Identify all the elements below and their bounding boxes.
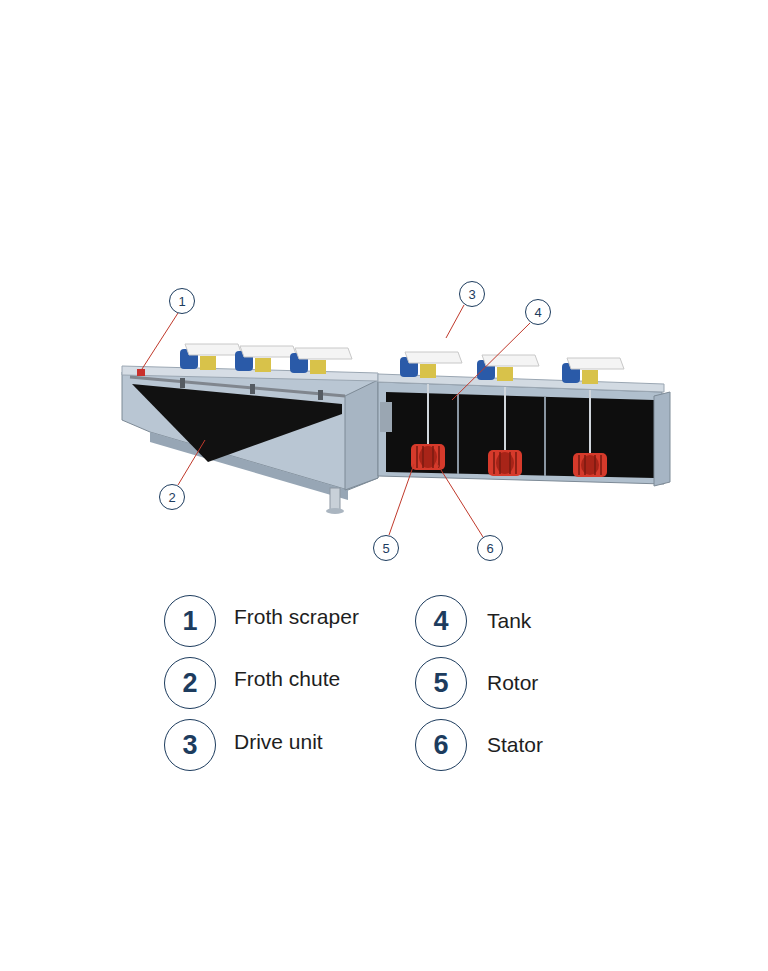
number-text: 5 — [433, 670, 448, 697]
tank-side — [345, 380, 378, 490]
drive-plate — [185, 344, 242, 355]
number-text: 4 — [534, 306, 541, 319]
drive-unit — [400, 352, 462, 378]
key-number: 2 — [164, 657, 216, 709]
part-name: Stator — [487, 733, 543, 757]
leader-lines — [142, 305, 530, 537]
motor-frame — [582, 370, 598, 384]
tank-interior — [386, 392, 654, 478]
leader-line — [452, 323, 530, 400]
tank-end — [654, 392, 670, 486]
scraper-rail — [130, 377, 345, 396]
rotor-stator — [488, 450, 522, 476]
part-name: Tank — [487, 609, 531, 633]
part-name: Froth chute — [234, 667, 340, 691]
cell-divider — [544, 397, 546, 476]
tank-frame — [378, 382, 664, 484]
pipe-flange — [326, 508, 344, 514]
motor-frame — [310, 360, 326, 374]
froth-chute — [132, 384, 342, 462]
callout-number: 3 — [459, 281, 485, 307]
motor-frame — [497, 367, 513, 381]
number-text: 3 — [468, 288, 475, 301]
leader-line — [389, 464, 414, 535]
drive-unit — [290, 348, 352, 374]
key-number: 4 — [415, 595, 467, 647]
leader-line — [446, 305, 464, 338]
number-text: 6 — [433, 732, 448, 759]
motor-frame — [420, 364, 436, 378]
key-number: 1 — [164, 595, 216, 647]
callout-number: 2 — [159, 484, 185, 510]
number-text: 1 — [182, 608, 197, 635]
number-text: 3 — [182, 732, 197, 759]
callout-number: 4 — [525, 299, 551, 325]
number-text: 2 — [168, 491, 175, 504]
number-text: 4 — [433, 608, 448, 635]
stator — [488, 450, 522, 476]
drive-plate — [295, 348, 352, 359]
drive-unit — [180, 344, 242, 370]
scraper-paddle — [180, 378, 185, 388]
rotor — [581, 455, 599, 475]
drive-plate — [567, 358, 624, 369]
scraper-paddle — [250, 384, 255, 394]
drive-unit — [562, 358, 624, 384]
rotor-stator — [573, 453, 607, 477]
drive-unit — [235, 346, 297, 372]
part-name: Rotor — [487, 671, 538, 695]
drive-unit — [477, 355, 539, 381]
rotor — [496, 452, 514, 474]
stator-blades — [579, 455, 601, 475]
drive-plate — [240, 346, 297, 357]
shaft — [427, 384, 429, 446]
leader-line — [178, 440, 205, 485]
key-number: 3 — [164, 719, 216, 771]
key-number: 6 — [415, 719, 467, 771]
scraper-paddle — [318, 390, 323, 400]
motor-frame — [255, 358, 271, 372]
number-text: 6 — [486, 542, 493, 555]
key-number: 5 — [415, 657, 467, 709]
part-name: Froth scraper — [234, 605, 359, 629]
stator-blades — [417, 446, 439, 468]
stator — [411, 444, 445, 470]
leader-line — [436, 462, 483, 537]
tank-body — [122, 372, 378, 490]
number-text: 5 — [382, 542, 389, 555]
number-text: 2 — [182, 670, 197, 697]
callout-number: 6 — [477, 535, 503, 561]
rotor-stator — [411, 444, 445, 470]
outlet-pipe — [330, 488, 340, 510]
shaft — [589, 390, 591, 455]
motor-frame — [200, 356, 216, 370]
leader-line — [142, 313, 178, 369]
part-name: Drive unit — [234, 730, 323, 754]
stator — [573, 453, 607, 477]
drive-plate — [405, 352, 462, 363]
shaft — [504, 387, 506, 452]
inlet-box — [380, 402, 392, 432]
rotor — [419, 446, 437, 468]
callout-number: 1 — [169, 288, 195, 314]
callout-number: 5 — [373, 535, 399, 561]
drive-plate — [482, 355, 539, 366]
stator-blades — [494, 452, 516, 474]
cell-divider — [457, 394, 459, 474]
scraper-drive — [137, 369, 145, 376]
number-text: 1 — [178, 295, 185, 308]
